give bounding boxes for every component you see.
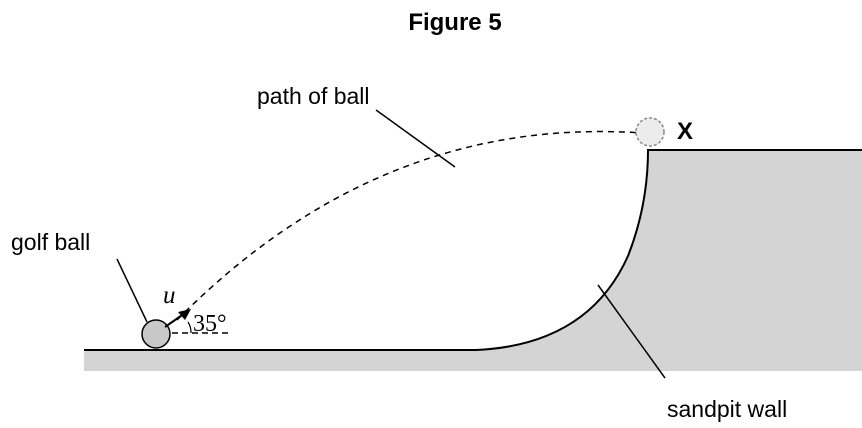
ball-at-x <box>635 117 665 147</box>
angle-label: 35° <box>193 311 227 337</box>
path-label-leader <box>375 109 456 168</box>
golf-ball <box>141 319 171 349</box>
golf-ball-leader <box>116 258 148 323</box>
sandpit-wall-leader <box>597 284 666 379</box>
ball-path <box>176 130 643 321</box>
golf-ball-label: golf ball <box>11 229 90 255</box>
point-x-label: X <box>677 118 693 145</box>
velocity-label: u <box>163 282 176 309</box>
path-of-ball-label: path of ball <box>257 83 370 109</box>
ground-outline <box>84 149 862 351</box>
sandpit-wall-label: sandpit wall <box>667 396 787 422</box>
velocity-arrow-head <box>178 309 191 320</box>
figure-title: Figure 5 <box>408 9 501 36</box>
angle-arc <box>187 321 192 334</box>
sandpit-ground <box>84 150 862 371</box>
